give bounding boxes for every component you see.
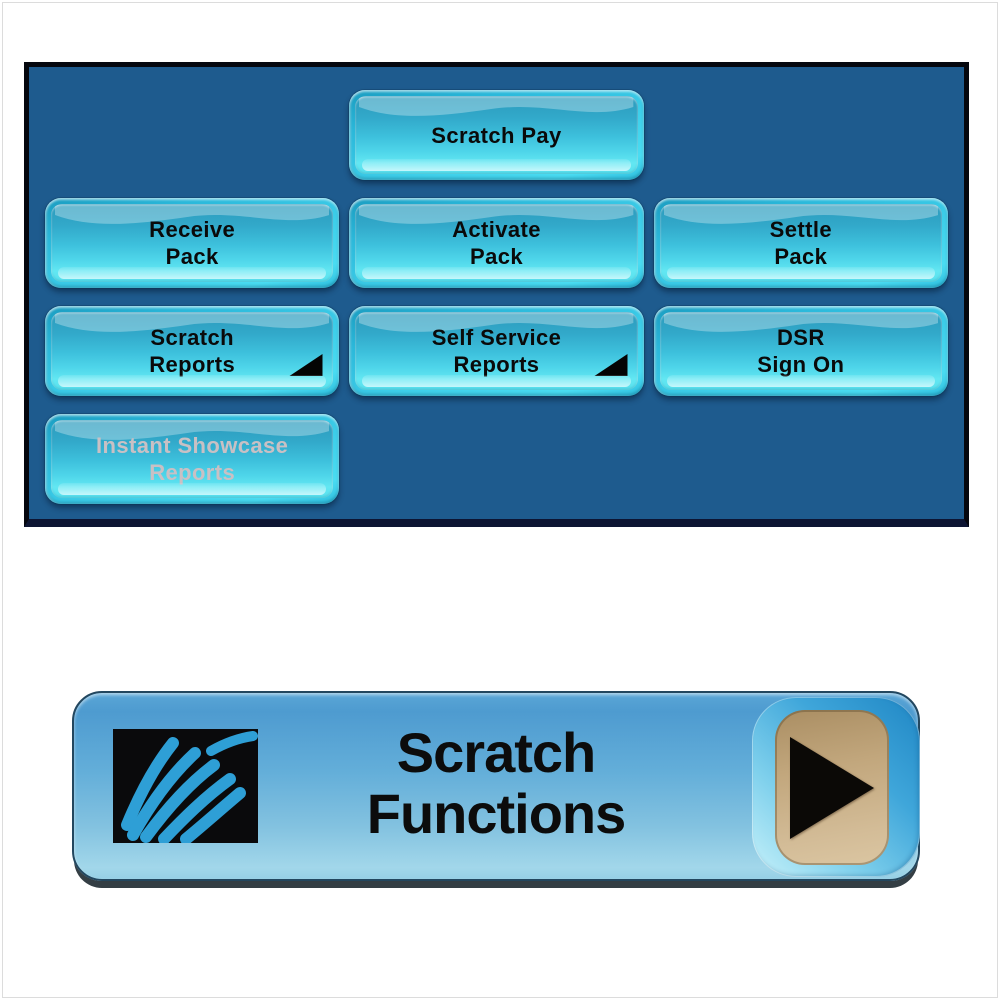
- bottom-shine: [362, 375, 631, 387]
- gloss-highlight: [359, 205, 634, 224]
- gloss-highlight: [55, 205, 330, 224]
- submenu-corner-icon: [289, 354, 323, 376]
- scratch-pay-button[interactable]: Scratch Pay: [349, 90, 644, 180]
- button-face: Scratch Pay: [355, 96, 638, 174]
- bottom-shine: [362, 267, 631, 279]
- bottom-shine: [58, 267, 327, 279]
- bottom-shine: [362, 159, 631, 171]
- scratch-functions-button[interactable]: Scratch Functions: [72, 691, 920, 881]
- bottom-shine: [58, 375, 327, 387]
- play-right-icon: [790, 736, 874, 839]
- submenu-corner-icon: [594, 354, 628, 376]
- gloss-highlight: [663, 205, 938, 224]
- scratch-functions-label: Scratch Functions: [366, 721, 627, 845]
- gloss-highlight: [55, 313, 330, 332]
- button-label: Scratch Pay: [431, 122, 562, 148]
- bottom-shine: [58, 483, 327, 495]
- forward-arrow-button[interactable]: [752, 697, 920, 877]
- gloss-highlight: [359, 97, 634, 116]
- arrow-pad: [775, 710, 889, 865]
- gloss-highlight: [663, 313, 938, 332]
- scratch-scribble-icon: [113, 729, 258, 843]
- gloss-highlight: [359, 313, 634, 332]
- bottom-shine: [666, 375, 935, 387]
- bottom-shine: [666, 267, 935, 279]
- gloss-highlight: [55, 421, 330, 440]
